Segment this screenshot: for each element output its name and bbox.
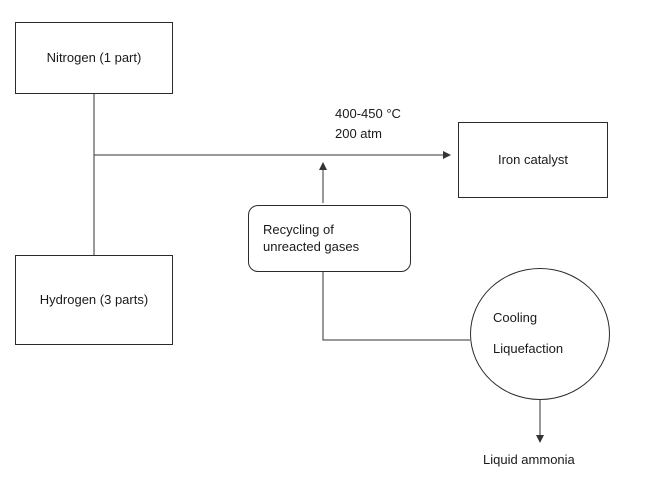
node-hydrogen-label: Hydrogen (3 parts) bbox=[39, 291, 149, 307]
node-recycling-line2: unreacted gases bbox=[263, 238, 360, 254]
conditions-temperature: 400-450 °C bbox=[335, 106, 401, 121]
conditions-pressure: 200 atm bbox=[335, 126, 382, 141]
output-label: Liquid ammonia bbox=[483, 452, 575, 467]
node-cooling-line1: Cooling bbox=[493, 310, 538, 326]
node-nitrogen: Nitrogen (1 part) bbox=[15, 22, 173, 94]
node-hydrogen: Hydrogen (3 parts) bbox=[15, 255, 173, 345]
node-iron-catalyst-label: Iron catalyst bbox=[497, 151, 569, 167]
node-recycling: Recycling of unreacted gases bbox=[248, 205, 411, 272]
node-nitrogen-label: Nitrogen (1 part) bbox=[46, 49, 142, 65]
node-cooling-line2: Liquefaction bbox=[493, 341, 564, 356]
node-recycling-line1: Recycling of bbox=[263, 221, 334, 237]
reaction-conditions-label: 400-450 °C 200 atm bbox=[335, 104, 401, 144]
node-iron-catalyst: Iron catalyst bbox=[458, 122, 608, 198]
edge-cooling-to-recycling bbox=[322, 272, 470, 341]
node-cooling-liquefaction: Cooling Liquefaction bbox=[470, 268, 610, 400]
